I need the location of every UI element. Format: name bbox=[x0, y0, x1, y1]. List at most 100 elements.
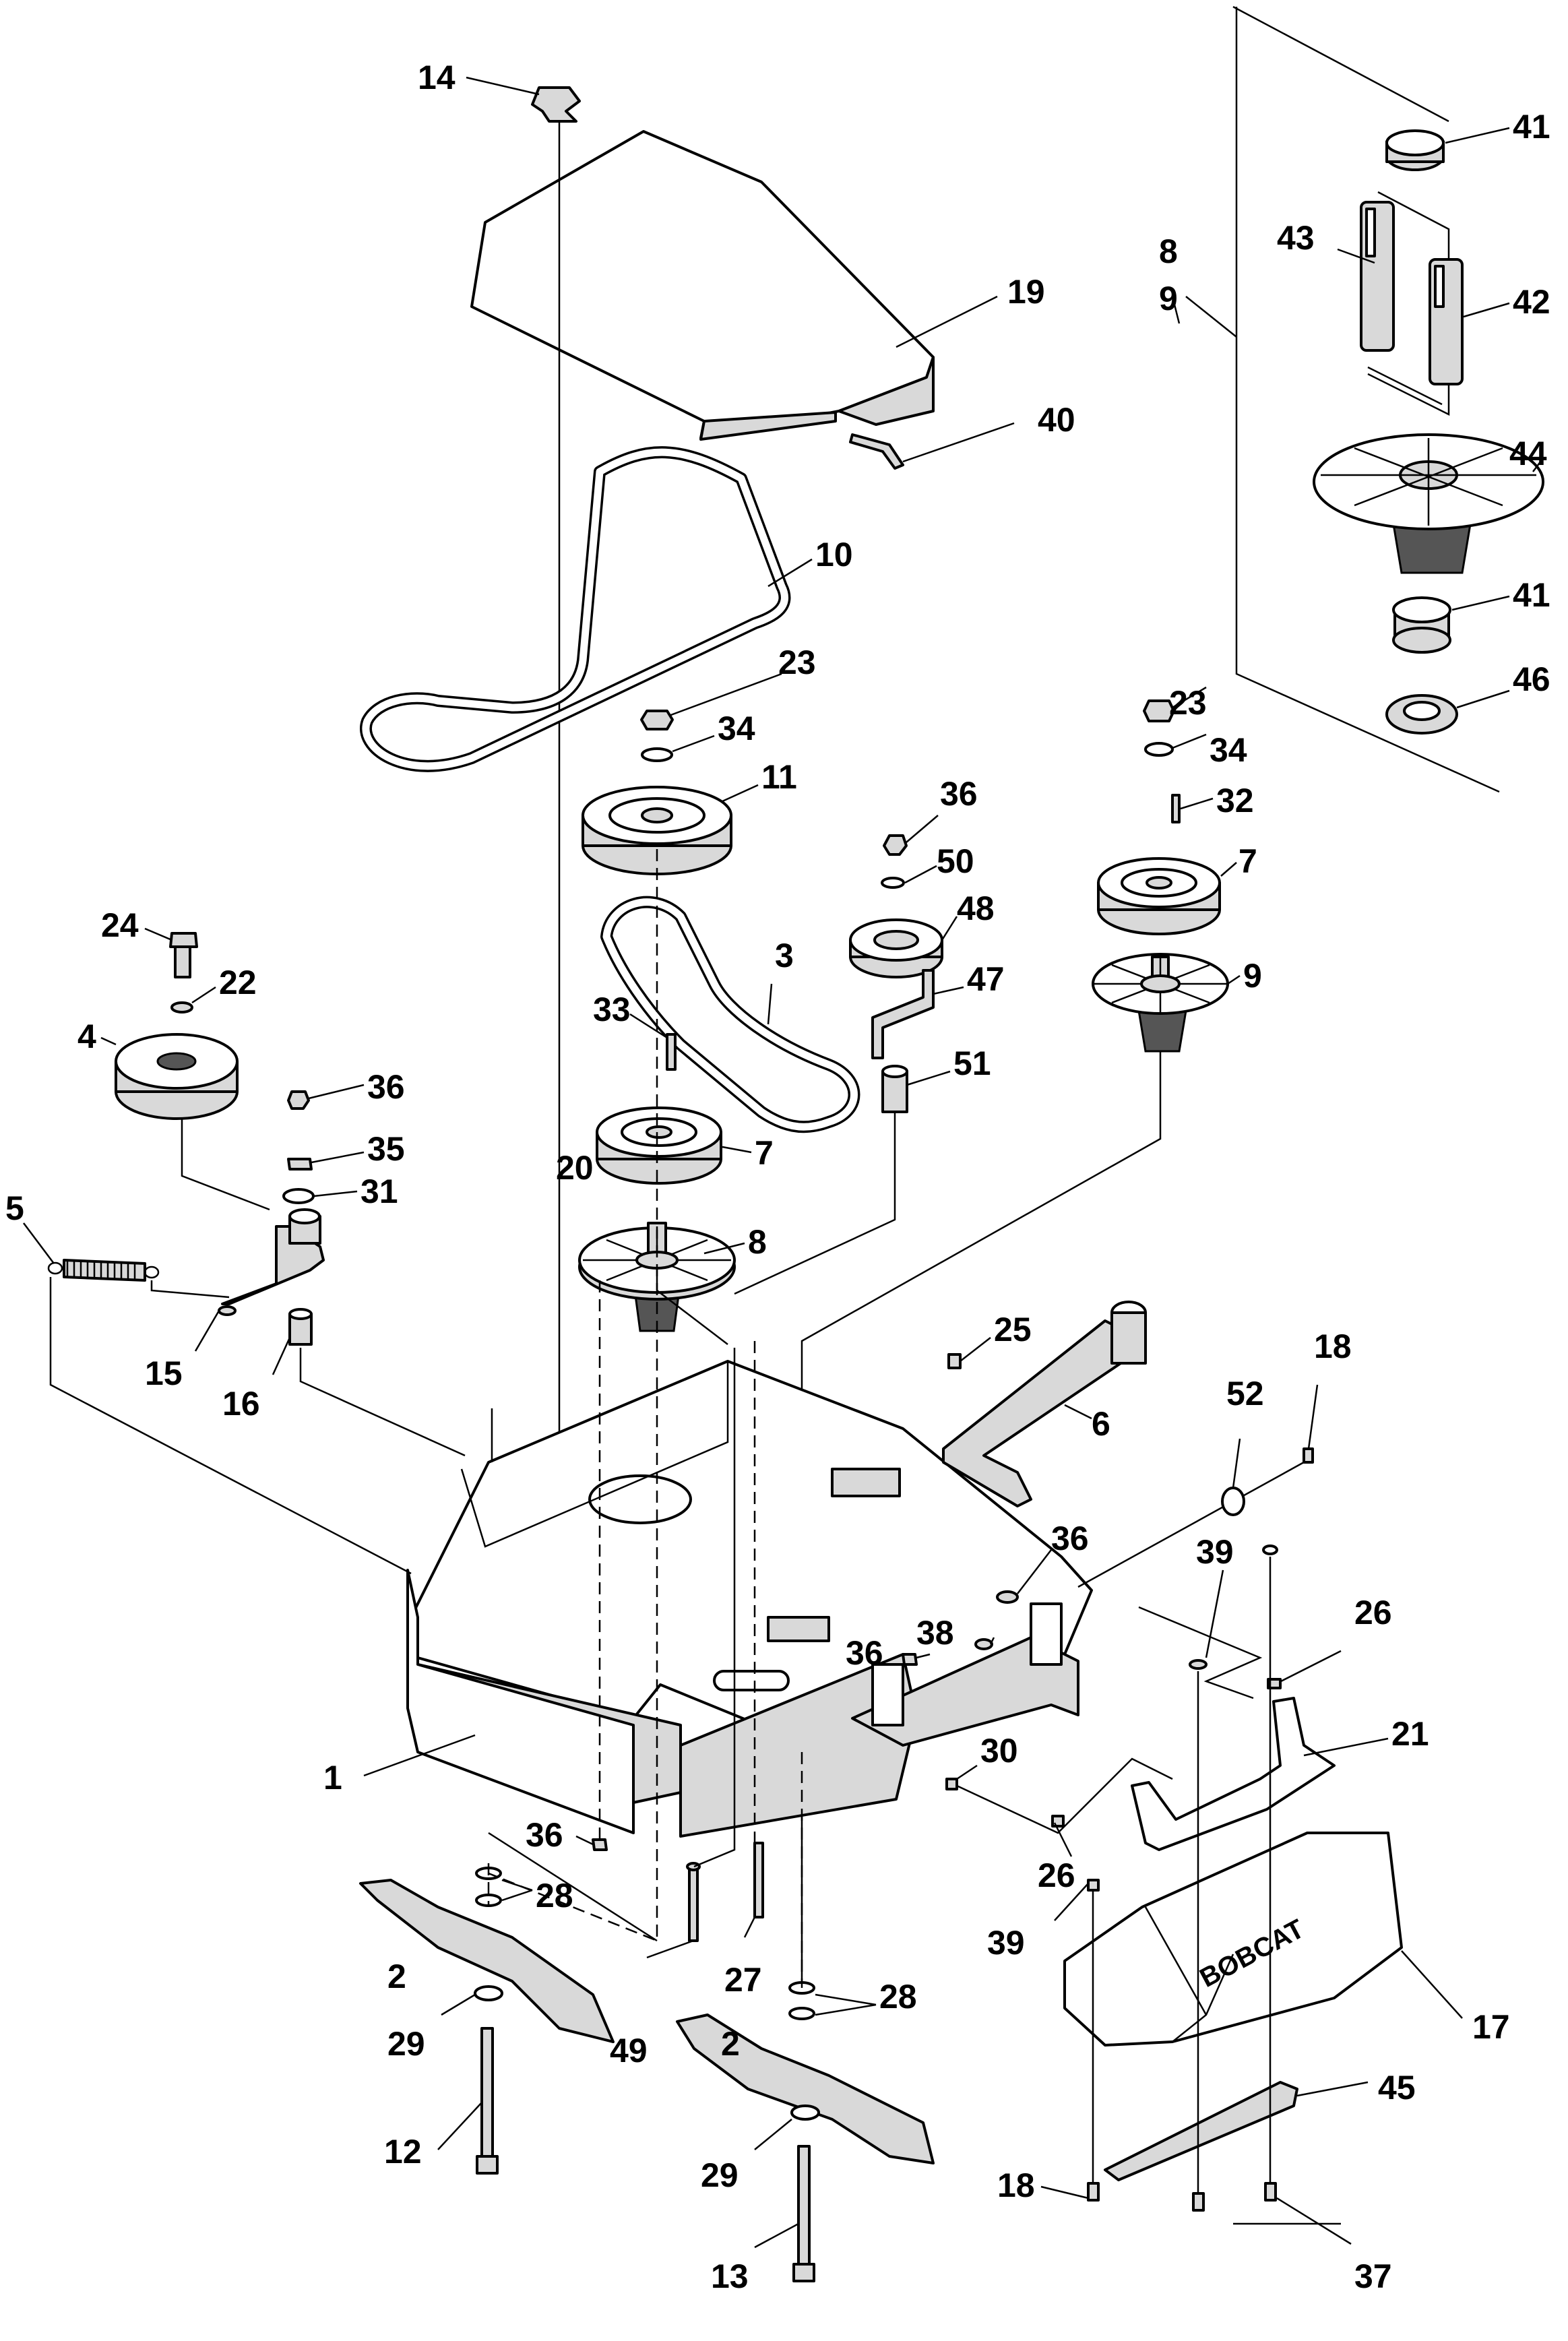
callout-9a: 9 bbox=[1159, 280, 1178, 317]
bearing-lower bbox=[1392, 596, 1451, 654]
callout-18a: 18 bbox=[1314, 1328, 1352, 1365]
callout-50: 50 bbox=[937, 842, 974, 880]
callout-14: 14 bbox=[418, 59, 456, 96]
callout-51: 51 bbox=[953, 1044, 991, 1082]
callout-36a: 36 bbox=[940, 775, 978, 813]
callout-6: 6 bbox=[1092, 1405, 1110, 1443]
idler-pulley-4 bbox=[115, 1033, 239, 1120]
callout-39a: 39 bbox=[1196, 1533, 1234, 1571]
blade-bolt-13 bbox=[792, 2145, 815, 2282]
callout-5: 5 bbox=[5, 1189, 24, 1227]
blade-bolt-12 bbox=[476, 2027, 499, 2175]
bearing-top bbox=[1385, 129, 1445, 171]
callout-19: 19 bbox=[1007, 273, 1045, 311]
callout-18b: 18 bbox=[997, 2166, 1035, 2204]
callout-8b: 8 bbox=[1159, 232, 1178, 270]
callout-28b: 28 bbox=[879, 1978, 917, 2016]
callout-9b: 9 bbox=[1243, 957, 1262, 995]
callout-1: 1 bbox=[323, 1759, 342, 1797]
bracket-6 bbox=[942, 1301, 1147, 1507]
callout-36d: 36 bbox=[846, 1634, 883, 1672]
callout-36e: 36 bbox=[526, 1816, 563, 1854]
callout-27: 27 bbox=[724, 1961, 762, 1999]
callout-48: 48 bbox=[957, 889, 995, 927]
discharge-bracket-21 bbox=[1131, 1697, 1336, 1851]
belt-10 bbox=[360, 446, 791, 772]
callout-22: 22 bbox=[219, 964, 257, 1001]
callout-38: 38 bbox=[916, 1614, 954, 1652]
blade-2-left bbox=[359, 1879, 615, 2043]
callout-32: 32 bbox=[1216, 782, 1254, 819]
spindle-shaft-42 bbox=[1429, 258, 1464, 385]
pulley-7-right bbox=[1097, 857, 1221, 935]
spacer-51 bbox=[881, 1065, 908, 1113]
belt-cover-19 bbox=[470, 130, 935, 441]
callout-11: 11 bbox=[761, 758, 797, 796]
spacer-16 bbox=[288, 1308, 313, 1346]
callout-44: 44 bbox=[1509, 435, 1547, 472]
callout-40: 40 bbox=[1038, 401, 1075, 439]
callout-49: 49 bbox=[610, 2032, 648, 2069]
chute-mount-38 bbox=[851, 1602, 1079, 1747]
callout-8a: 8 bbox=[748, 1223, 767, 1261]
callout-41a: 41 bbox=[1513, 108, 1550, 146]
callout-36c: 36 bbox=[1051, 1520, 1089, 1557]
callout-7b: 7 bbox=[1238, 842, 1257, 880]
callout-24: 24 bbox=[101, 906, 139, 944]
callout-47: 47 bbox=[967, 960, 1005, 998]
callout-4: 4 bbox=[77, 1018, 96, 1055]
callout-46: 46 bbox=[1513, 660, 1550, 698]
belt-3 bbox=[600, 896, 860, 1133]
callout-45: 45 bbox=[1378, 2069, 1416, 2106]
callout-34b: 34 bbox=[1210, 731, 1247, 769]
spindle-detail-inset bbox=[1171, 5, 1544, 793]
callout-29b: 29 bbox=[701, 2156, 739, 2194]
callout-41b: 41 bbox=[1513, 576, 1550, 614]
callout-29a: 29 bbox=[387, 2025, 425, 2063]
callout-28a: 28 bbox=[536, 1877, 573, 1914]
discharge-chute-17 bbox=[1063, 1832, 1403, 2047]
idler-bracket-15 bbox=[218, 1208, 325, 1316]
spring-5 bbox=[47, 1259, 160, 1282]
knob-14 bbox=[531, 86, 581, 123]
trim-strip-45 bbox=[1104, 2081, 1298, 2181]
callout-25: 25 bbox=[994, 1311, 1032, 1348]
callout-3: 3 bbox=[775, 937, 794, 974]
mower-deck-1 bbox=[406, 1360, 1093, 1838]
spindle-housing-44 bbox=[1313, 433, 1544, 574]
callout-35: 35 bbox=[367, 1130, 405, 1168]
callout-43: 43 bbox=[1277, 219, 1315, 257]
spindle-shaft-43 bbox=[1360, 201, 1395, 352]
callout-36b: 36 bbox=[367, 1068, 405, 1106]
callout-42: 42 bbox=[1513, 283, 1550, 321]
spindle-8 bbox=[578, 1222, 736, 1332]
pulley-11 bbox=[582, 786, 732, 875]
callout-2a: 2 bbox=[387, 1958, 406, 1995]
seal-46 bbox=[1385, 694, 1458, 735]
callout-23b: 23 bbox=[1169, 684, 1207, 722]
pulley-7-center bbox=[596, 1106, 722, 1185]
callout-52: 52 bbox=[1226, 1375, 1264, 1412]
callout-20: 20 bbox=[556, 1149, 594, 1187]
callout-39b: 39 bbox=[987, 1924, 1025, 1962]
callout-15: 15 bbox=[145, 1354, 183, 1392]
callout-26b: 26 bbox=[1038, 1856, 1075, 1894]
idler-pulley-48 bbox=[849, 918, 943, 978]
callout-33: 33 bbox=[593, 991, 631, 1028]
callout-30: 30 bbox=[980, 1732, 1018, 1770]
callout-2b: 2 bbox=[721, 2025, 740, 2063]
spindle-9 bbox=[1092, 953, 1229, 1053]
callout-12: 12 bbox=[384, 2133, 422, 2171]
callout-7a: 7 bbox=[755, 1134, 774, 1172]
callout-37: 37 bbox=[1354, 2257, 1392, 2295]
callout-26a: 26 bbox=[1354, 1594, 1392, 1631]
callout-23a: 23 bbox=[778, 644, 816, 681]
callout-31: 31 bbox=[360, 1173, 398, 1210]
blade-2-right bbox=[676, 2014, 935, 2164]
callout-labels: 14 19 40 10 23 34 11 3 33 7 8 20 36 50 4… bbox=[5, 59, 1550, 2295]
callout-10: 10 bbox=[815, 536, 853, 573]
callout-17: 17 bbox=[1472, 2008, 1510, 2046]
callout-21: 21 bbox=[1391, 1715, 1429, 1753]
callout-13: 13 bbox=[711, 2257, 749, 2295]
